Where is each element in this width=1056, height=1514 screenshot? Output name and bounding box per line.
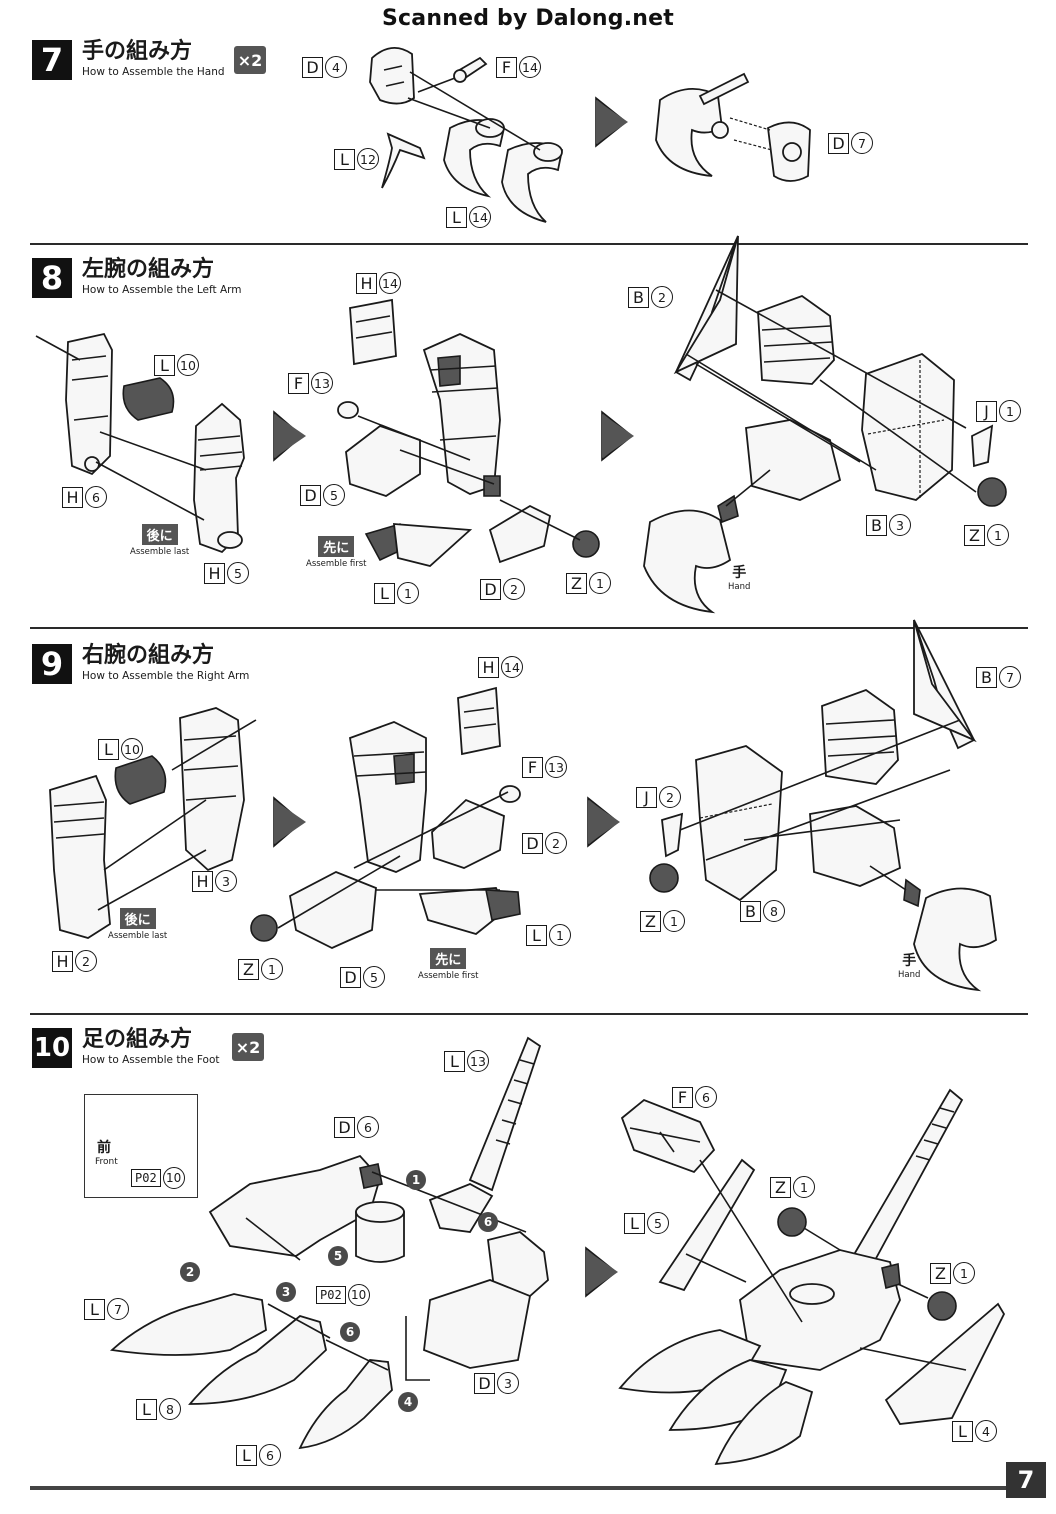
step-number: 9 [32, 644, 72, 684]
step-title-en: How to Assemble the Foot [82, 1054, 220, 1066]
step-10-header: 10 足の組み方 How to Assemble the Foot [32, 1027, 220, 1068]
sequence-number: 1 [406, 1170, 426, 1190]
step-9-header: 9 右腕の組み方 How to Assemble the Right Arm [32, 643, 250, 684]
section-divider [30, 243, 1028, 245]
step-title-jp: 右腕の組み方 [82, 643, 215, 668]
step-title-en: How to Assemble the Hand [82, 66, 225, 78]
watermark: Scanned by Dalong.net [382, 6, 674, 31]
sequence-number: 3 [276, 1282, 296, 1302]
next-step-arrow-icon [588, 800, 620, 844]
sequence-number: 2 [180, 1262, 200, 1282]
step-10-parts [93, 1036, 1006, 1466]
step-number: 7 [32, 40, 72, 80]
next-step-arrow-icon [596, 100, 628, 144]
section-divider [30, 1013, 1028, 1015]
section-divider [30, 627, 1028, 629]
multiplier-badge: ×2 [234, 46, 266, 74]
page-footer-bar [30, 1486, 1006, 1490]
sequence-number: 6 [478, 1212, 498, 1232]
assemble-last-badge: 後に Assemble last [130, 524, 189, 557]
multiplier-badge: ×2 [232, 1033, 264, 1061]
assemble-first-badge: 先に Assemble first [306, 536, 366, 569]
front-label-en: Front [95, 1157, 118, 1167]
next-step-arrow-icon [274, 414, 306, 458]
sequence-number: 5 [328, 1246, 348, 1266]
next-step-arrow-icon [274, 800, 306, 844]
step-8-parts [35, 235, 1007, 614]
sequence-number: 6 [340, 1322, 360, 1342]
step-title-jp: 手の組み方 [82, 39, 193, 64]
step-title-jp: 左腕の組み方 [82, 257, 215, 282]
step-7-header: 7 手の組み方 How to Assemble the Hand [32, 39, 225, 80]
assemble-first-badge: 先に Assemble first [418, 948, 478, 981]
step-7-parts [369, 47, 811, 223]
next-step-arrow-icon [602, 414, 634, 458]
hand-label: 手 Hand [898, 953, 921, 980]
step-title-en: How to Assemble the Left Arm [82, 284, 242, 296]
step-title-jp: 足の組み方 [82, 1027, 193, 1052]
step-9-parts [49, 619, 997, 992]
front-label-jp: 前 [97, 1140, 111, 1156]
sequence-number: 4 [398, 1392, 418, 1412]
step-number: 10 [32, 1028, 72, 1068]
page-number: 7 [1006, 1462, 1046, 1498]
hand-label: 手 Hand [728, 565, 751, 592]
next-step-arrow-icon [586, 1250, 618, 1294]
step-number: 8 [32, 258, 72, 298]
step-title-en: How to Assemble the Right Arm [82, 670, 250, 682]
assemble-last-badge: 後に Assemble last [108, 908, 167, 941]
step-8-header: 8 左腕の組み方 How to Assemble the Left Arm [32, 257, 242, 298]
